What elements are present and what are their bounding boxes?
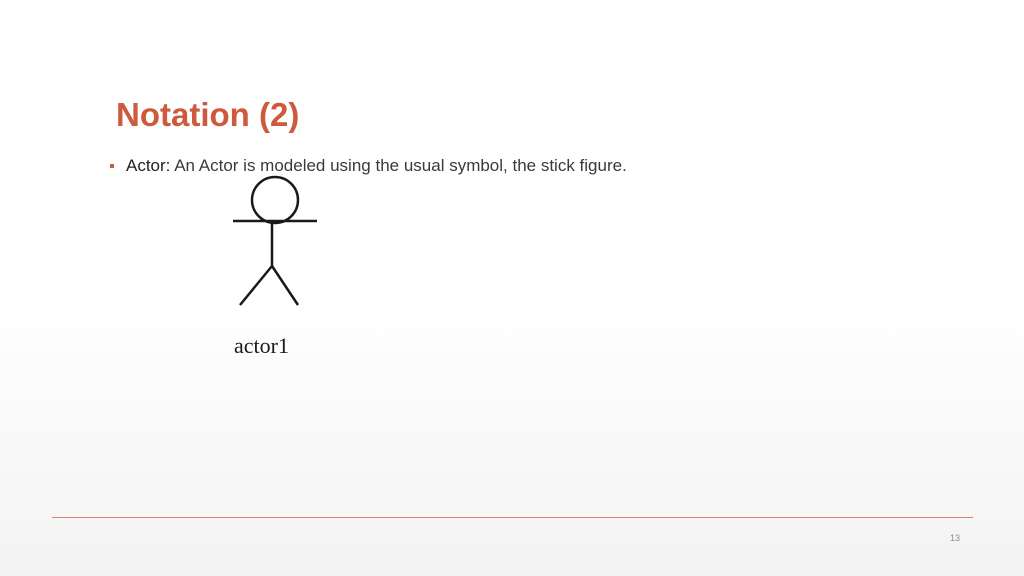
bullet-item: Actor: An Actor is modeled using the usu… — [110, 155, 627, 177]
actor-head — [250, 175, 300, 225]
bullet-term: Actor: — [126, 156, 171, 175]
actor-right-leg — [270, 265, 300, 306]
page-number: 13 — [950, 533, 961, 543]
bullet-description: An Actor is modeled using the usual symb… — [170, 156, 627, 175]
bullet-square-icon — [110, 164, 114, 168]
footer-divider — [52, 517, 973, 518]
actor-label: actor1 — [234, 333, 289, 358]
stick-figure-actor-icon — [233, 175, 317, 306]
slide-title: Notation (2) — [116, 96, 300, 133]
bullet-text: Actor: An Actor is modeled using the usu… — [126, 156, 627, 176]
actor-left-leg — [239, 265, 273, 306]
